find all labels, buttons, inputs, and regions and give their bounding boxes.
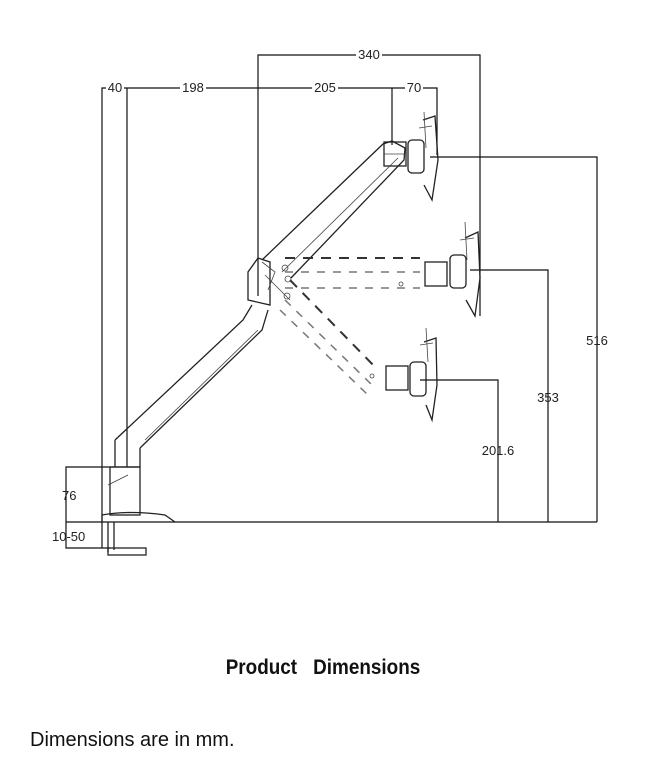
dimension-lines (65, 54, 598, 549)
dimension-labels: 340 40 198 205 70 516 353 201.6 76 10-50 (52, 47, 608, 544)
dimension-label-10-50: 10-50 (52, 529, 85, 544)
diagram-title: Product Dimensions (225, 656, 421, 679)
dimension-label-198: 198 (182, 80, 204, 95)
dimension-label-205: 205 (314, 80, 336, 95)
dimension-label-40: 40 (108, 80, 122, 95)
dimension-label-353: 353 (537, 390, 559, 405)
dimension-label-201-6: 201.6 (482, 443, 515, 458)
dimension-label-76: 76 (62, 488, 76, 503)
units-note: Dimensions are in mm. (30, 729, 235, 751)
dimension-label-70: 70 (407, 80, 421, 95)
monitor-arm-drawing (101, 111, 481, 556)
dimension-label-516: 516 (586, 333, 608, 348)
dimension-label-340: 340 (358, 47, 380, 62)
